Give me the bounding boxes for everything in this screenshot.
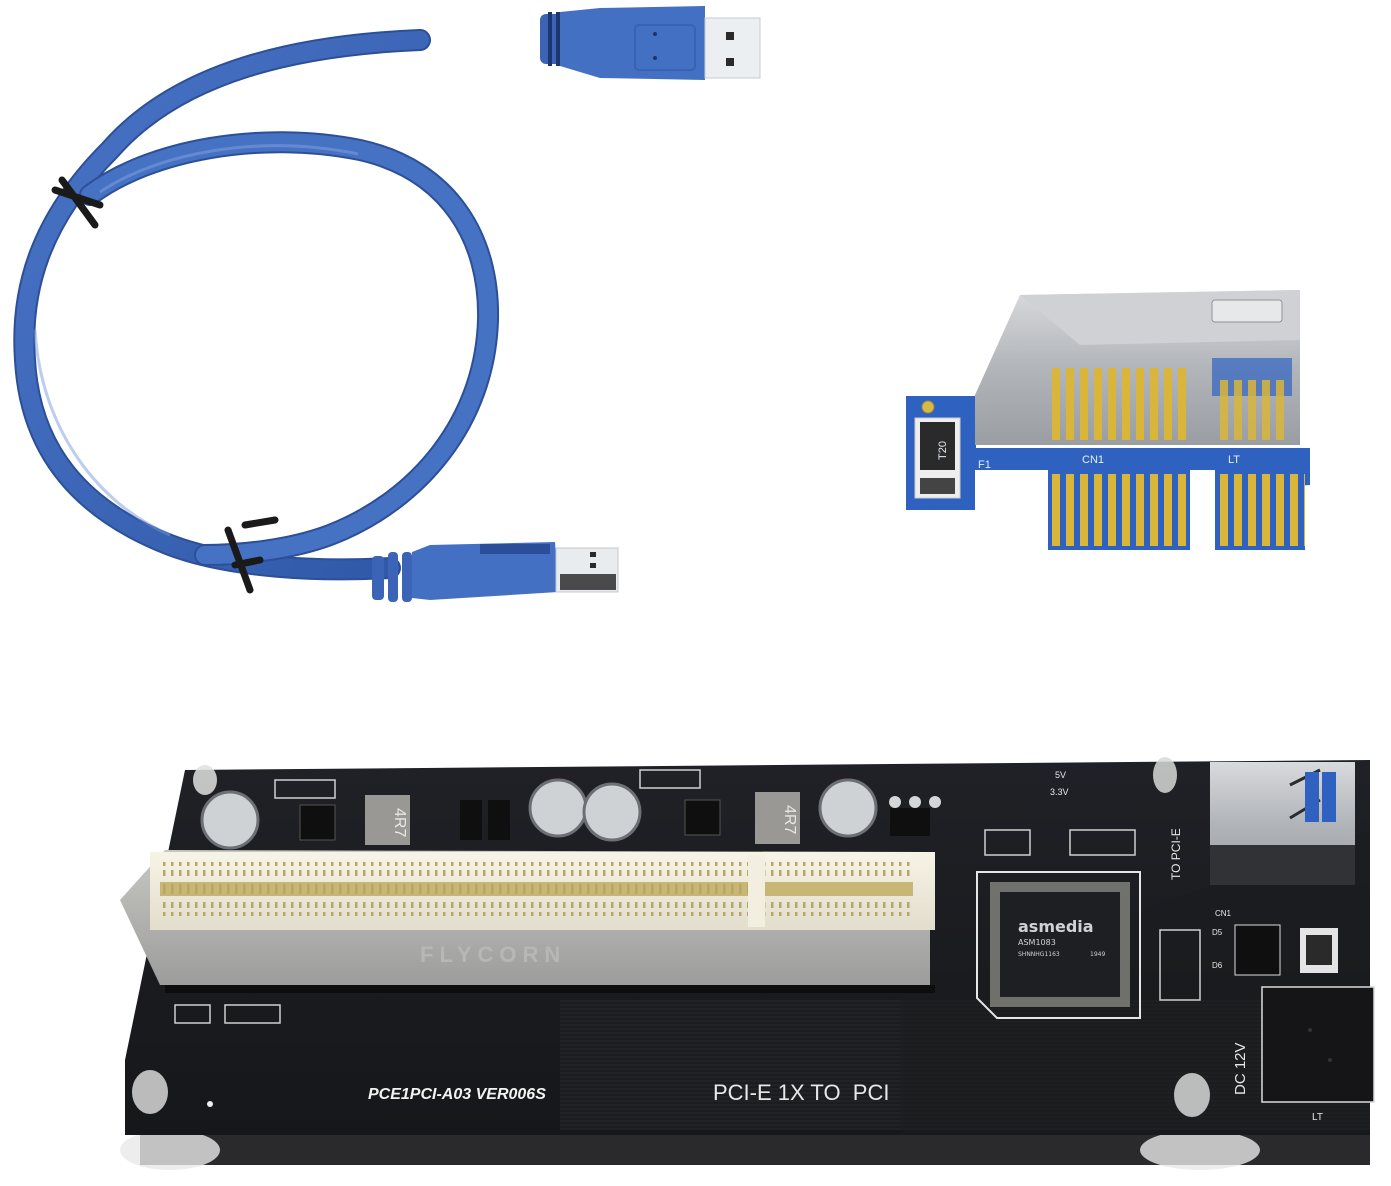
usb3-port <box>1210 762 1355 885</box>
cable-tie-lower <box>224 516 279 594</box>
capacitors <box>200 778 878 850</box>
pcie-to-pci-adapter-board: 4R7 4R7 5V 3.3V <box>120 757 1375 1170</box>
usb-connector-bottom <box>372 542 619 602</box>
standoffs <box>132 757 1210 1117</box>
chip-date: 1949 <box>1090 951 1105 958</box>
usb-cable <box>13 6 761 602</box>
label-f1: F1 <box>978 459 991 471</box>
board-title-label: PCI-E 1X TO PCI <box>713 1080 889 1105</box>
pci-slot: FLYCORN <box>120 850 935 993</box>
usb-connector-top <box>540 6 761 80</box>
dc-12v-connector <box>1261 986 1375 1103</box>
label-dc12v: DC 12V <box>1232 1042 1249 1095</box>
svg-text:4R7: 4R7 <box>391 808 408 837</box>
chip-lot: SHNNHG1163 <box>1018 951 1060 958</box>
label-3v3: 3.3V <box>1050 787 1069 797</box>
slot-watermark: FLYCORN <box>420 942 566 967</box>
svg-text:4R7: 4R7 <box>781 805 798 834</box>
chip-brand: asmedia <box>1018 917 1094 936</box>
label-d6: D6 <box>1212 961 1223 970</box>
label-lt: LT <box>1228 454 1240 466</box>
label-5v: 5V <box>1055 770 1066 780</box>
label-lt-board: LT <box>1312 1112 1323 1123</box>
label-cn1-board: CN1 <box>1215 909 1232 918</box>
label-to-pcie: TO PCI-E <box>1169 828 1183 880</box>
cable-tie-upper <box>51 176 104 229</box>
asmedia-chip: asmedia ASM1083 SHNNHG1163 1949 <box>976 871 1141 1019</box>
label-cn1: CN1 <box>1082 454 1104 466</box>
pcie-riser-card: T20 F1 CN1 LT <box>906 290 1310 550</box>
board-model-label: PCE1PCI-A03 VER006S <box>368 1086 546 1103</box>
fuse-marking: T20 <box>937 441 949 460</box>
chip-part: ASM1083 <box>1018 938 1056 947</box>
inductors: 4R7 4R7 <box>365 792 800 845</box>
label-d5: D5 <box>1212 928 1223 937</box>
